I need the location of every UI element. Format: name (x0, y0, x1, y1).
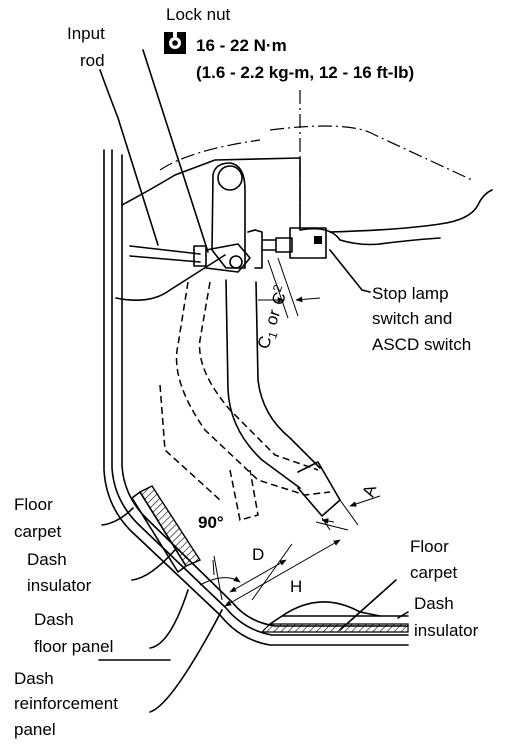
c1-letter: C (254, 334, 276, 352)
right-carpet-insulator (260, 601, 409, 633)
c1-subscript: 1 (265, 329, 280, 340)
dimension-d-label: D (252, 545, 264, 564)
left-carpet-insulator (131, 485, 202, 573)
pedal-alt-position (159, 281, 331, 521)
floor-carpet-left-line1: Floor (14, 495, 53, 514)
floor-carpet-right-line2: carpet (410, 563, 458, 582)
torque-alt-value: (1.6 - 2.2 kg-m, 12 - 16 ft-lb) (196, 63, 414, 82)
angle-label: 90° (198, 513, 224, 532)
or-word: or (261, 307, 284, 328)
clearance-label: C1orC2 (252, 283, 295, 353)
dash-floor-panel-line1: Dash (34, 610, 74, 629)
floor-carpet-right-line1: Floor (410, 537, 449, 556)
input-rod-label-line2: rod (80, 51, 105, 70)
floor-carpet-left-line2: carpet (14, 522, 62, 541)
dash-insulator-right-line1: Dash (414, 594, 454, 613)
lock-nut-label: Lock nut (166, 5, 231, 24)
dimension-h-label: H (290, 577, 302, 596)
c2-superscript: 2 (270, 283, 285, 294)
c2-letter: C (268, 290, 290, 308)
torque-value: 16 - 22 N·m (196, 36, 287, 55)
dimension-lines (199, 257, 381, 607)
dash-panel (98, 149, 409, 661)
dash-floor-panel-line2: floor panel (34, 637, 113, 656)
svg-text:C1orC2: C1orC2 (252, 283, 295, 353)
input-rod (129, 243, 251, 273)
leader-lines (99, 49, 409, 713)
labels: Lock nut 16 - 22 N·m (1.6 - 2.2 kg-m, 12… (14, 5, 479, 739)
stop-lamp-label-line3: ASCD switch (372, 335, 471, 354)
torque-wrench-icon (164, 32, 186, 54)
stop-lamp-label-line1: Stop lamp (372, 284, 449, 303)
dash-insulator-left-line1: Dash (27, 550, 67, 569)
input-rod-label-line1: Input (67, 24, 105, 43)
dimension-a-label: A (359, 482, 381, 499)
dash-reinforcement-line1: Dash (14, 669, 54, 688)
dash-reinforcement-line3: panel (14, 720, 56, 739)
dash-insulator-right-line2: insulator (414, 621, 479, 640)
stop-lamp-label-line2: switch and (372, 309, 452, 328)
stop-lamp-switch (247, 227, 327, 269)
pedal-bracket (115, 90, 493, 301)
dash-insulator-left-line2: insulator (27, 576, 92, 595)
brake-pedal-arm (211, 162, 341, 517)
dash-reinforcement-line2: reinforcement (14, 694, 118, 713)
